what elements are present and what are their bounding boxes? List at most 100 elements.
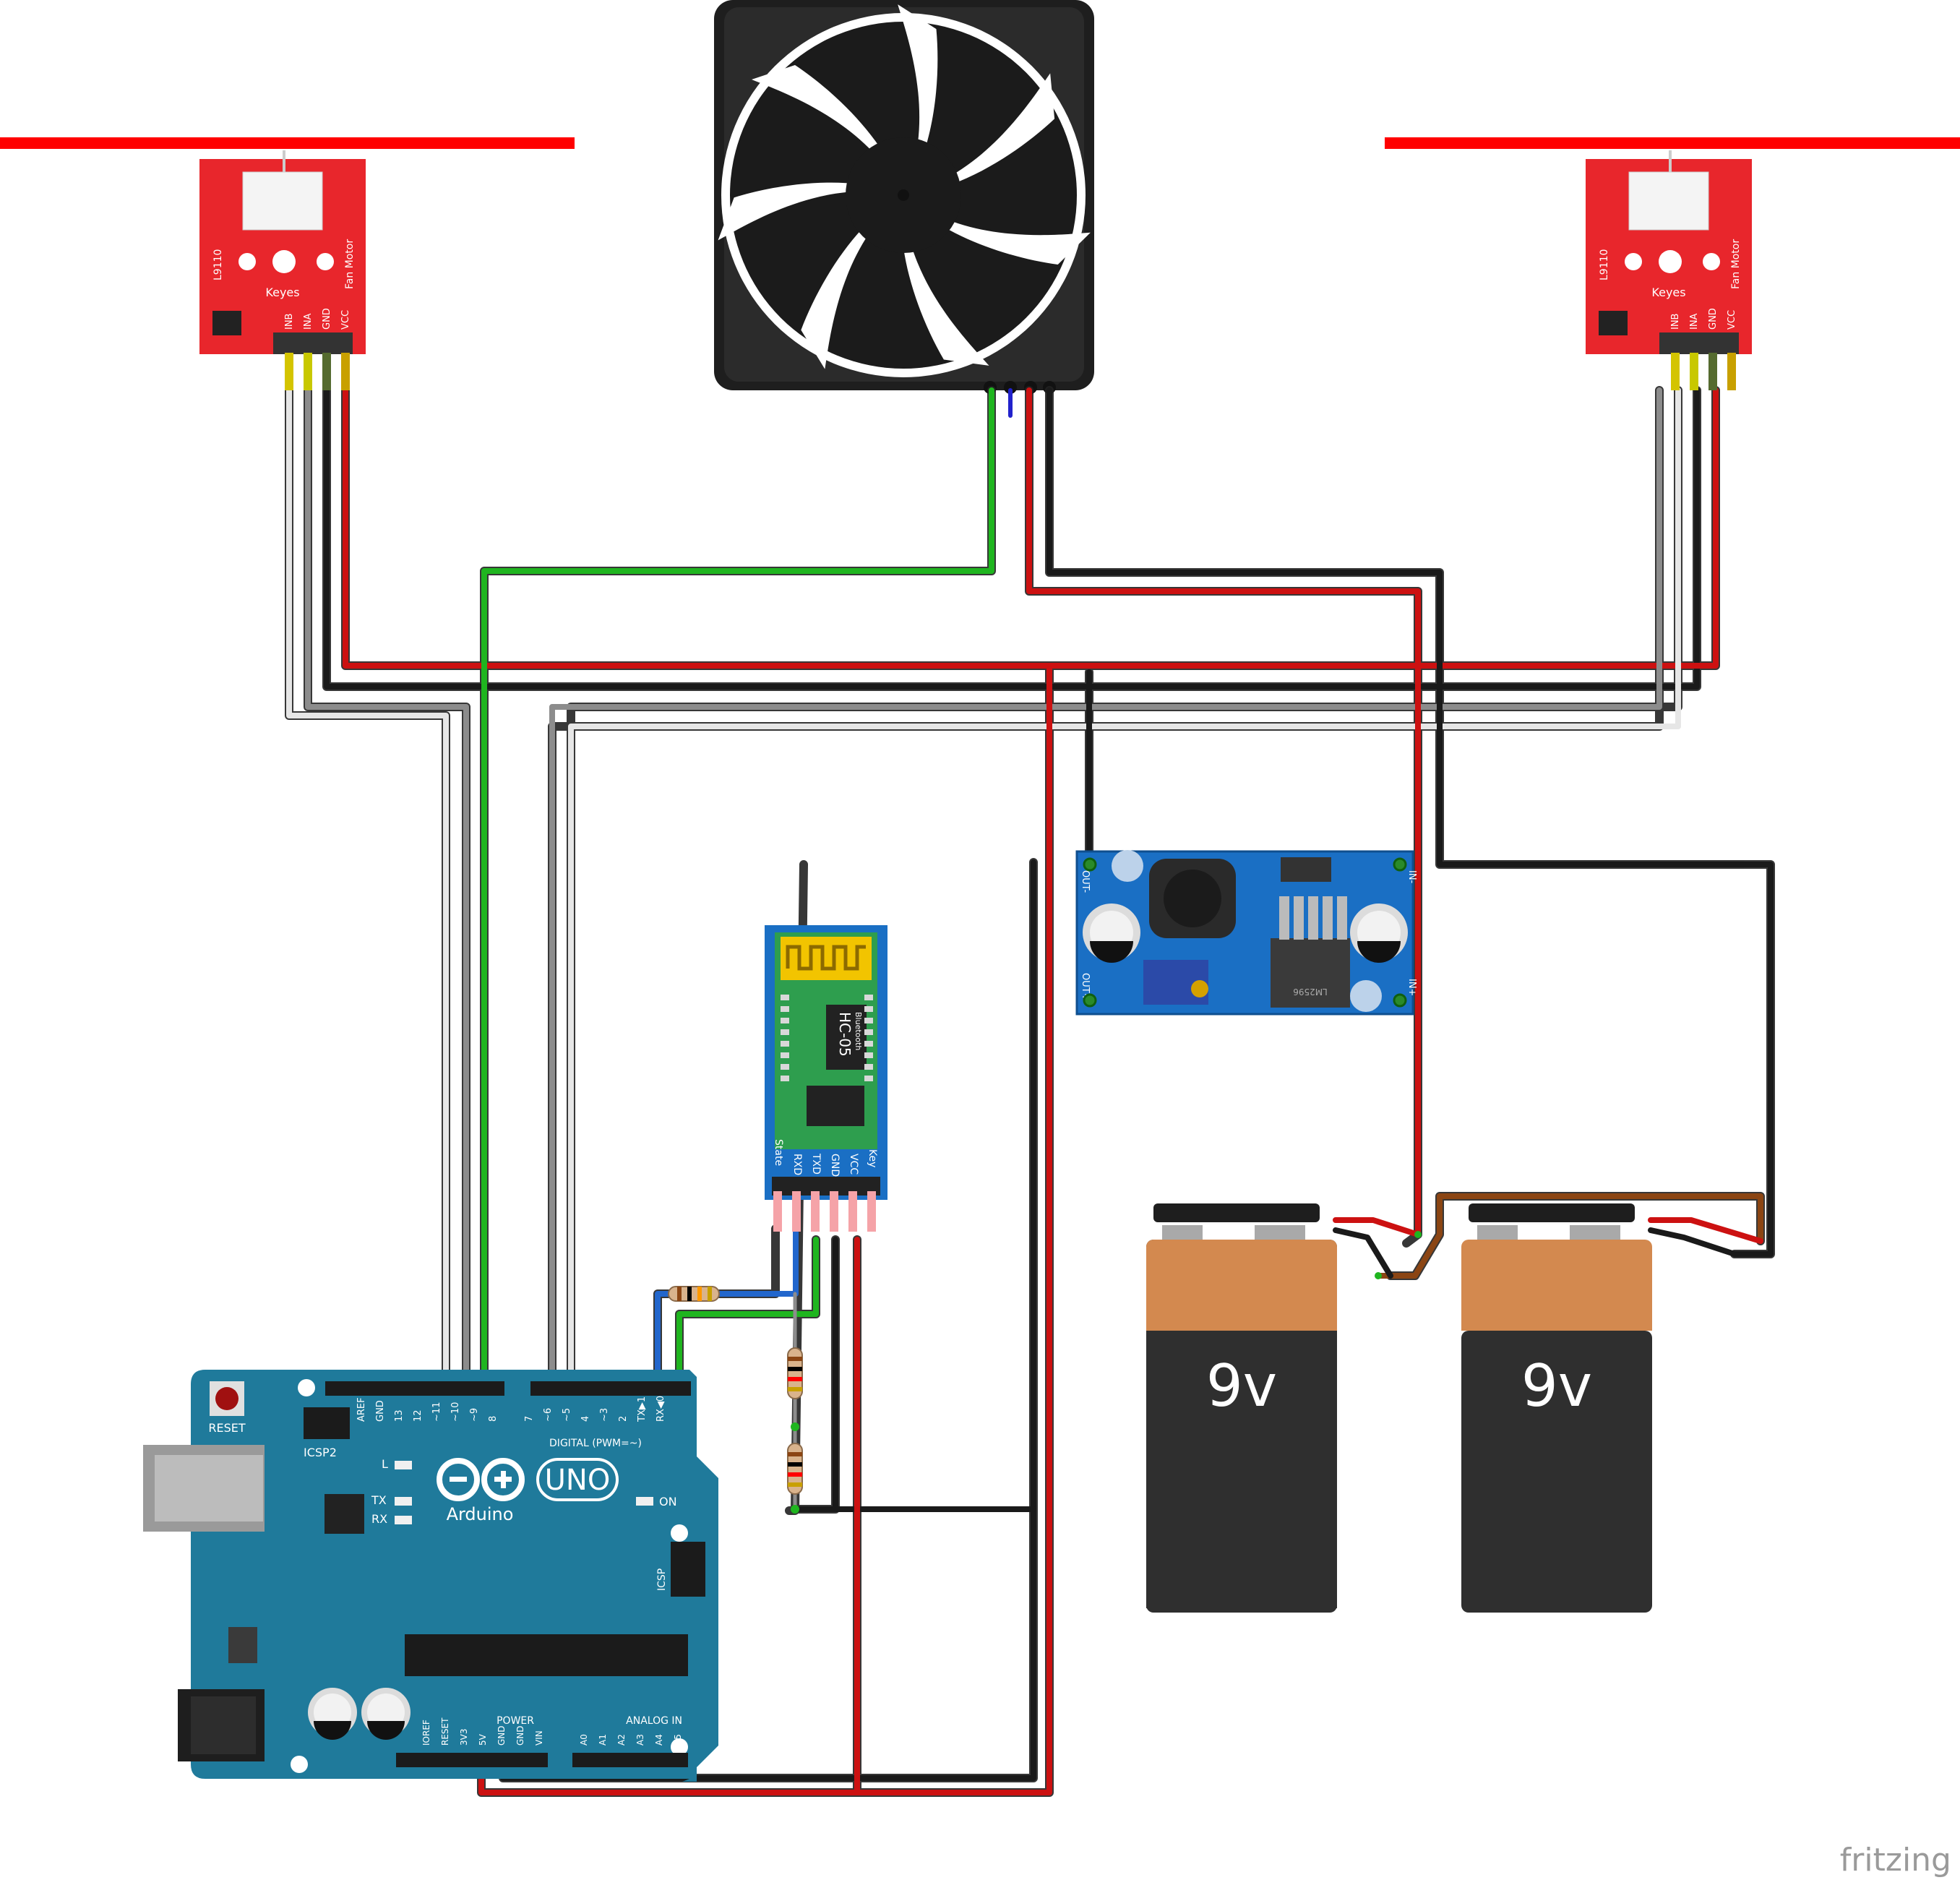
pin-gnd-1: GND	[497, 1725, 507, 1746]
wire-left-inb	[286, 387, 449, 1385]
bt-pin-vcc: VCC	[848, 1154, 859, 1175]
reset-label: RESET	[208, 1421, 245, 1435]
pin-aref: AREF	[356, 1397, 367, 1422]
pin-12: 12	[413, 1409, 424, 1422]
wire-batt2-red	[1648, 1217, 1763, 1244]
pin-reset: RESET	[440, 1717, 450, 1746]
wire-left-gnd	[324, 387, 1700, 690]
pin-vin: VIN	[534, 1730, 544, 1746]
reset-button-icon	[215, 1387, 238, 1410]
pin-a4: A4	[654, 1734, 664, 1746]
wire-left-vcc	[343, 387, 1719, 669]
pin-11: ~11	[431, 1402, 442, 1422]
resistor-1	[668, 1286, 720, 1302]
digital-label: DIGITAL (PWM=~)	[549, 1438, 642, 1449]
module-chip-label: L9110	[212, 249, 224, 280]
left-propeller	[0, 137, 575, 149]
bt-model-label: HC-05	[836, 1012, 854, 1057]
wire-battery-link	[1376, 1193, 1763, 1279]
uno-logo-label: UNO	[545, 1464, 611, 1497]
pin-5v: 5V	[478, 1733, 488, 1746]
module-title-label: Fan Motor	[1730, 239, 1742, 289]
bt-sub-label: Bluetooth	[854, 1012, 863, 1050]
wire-bt-txd	[676, 1237, 819, 1385]
bt-pin-txd: TXD	[810, 1153, 822, 1175]
pin-5: ~5	[562, 1408, 572, 1422]
pin-label-ina: INA	[303, 313, 314, 330]
converter-chip-label: LM2596	[1293, 987, 1328, 997]
pin-7: 7	[524, 1416, 535, 1422]
battery-2: 9v	[1461, 1203, 1652, 1613]
bt-pin-state: State	[773, 1139, 784, 1166]
arduino-uno: RESET ICSP2 AREF GND 13 12 ~11 ~10 ~9 8 …	[143, 1370, 718, 1782]
pin-label-vcc: VCC	[340, 310, 351, 330]
bt-pin-gnd: GND	[829, 1154, 841, 1177]
module-chip-label: L9110	[1599, 249, 1610, 280]
pin-a1: A1	[598, 1734, 608, 1746]
pin-label-inb: INB	[284, 314, 295, 330]
fan-module-left: L9110 Keyes Fan Motor INB INA GND VCC	[199, 150, 366, 390]
module-brand-label: Keyes	[265, 286, 299, 299]
pin-9: ~9	[469, 1408, 480, 1422]
pin-label-inb: INB	[1670, 314, 1681, 330]
cooling-fan	[714, 0, 1094, 394]
module-title-label: Fan Motor	[344, 239, 356, 289]
wire-bt-gnd	[792, 1237, 838, 1512]
analog-label: ANALOG IN	[626, 1715, 682, 1727]
wire-bt-rxd	[655, 1226, 799, 1385]
pin-label-vcc: VCC	[1727, 310, 1737, 330]
pin-label-gnd: GND	[1708, 308, 1719, 330]
pin-2: 2	[618, 1416, 629, 1422]
pin-8: 8	[488, 1416, 499, 1422]
pin-6: ~6	[543, 1408, 554, 1422]
pin-tx1: TX▶1	[637, 1396, 648, 1422]
pin-ioref: IOREF	[421, 1720, 431, 1746]
pin-gnd: GND	[375, 1400, 386, 1422]
pin-rx0: RX◀0	[656, 1396, 666, 1422]
propellers	[0, 137, 1960, 149]
wire-batt1-black	[1333, 1227, 1393, 1279]
pin-10: ~10	[450, 1402, 461, 1422]
out-minus-label: OUT-	[1080, 870, 1091, 893]
pin-3: ~3	[599, 1408, 610, 1422]
resistors	[668, 1286, 803, 1495]
pin-3v3: 3V3	[459, 1729, 469, 1746]
pin-a3: A3	[635, 1734, 645, 1746]
right-propeller	[1385, 137, 1960, 149]
bt-pin-key: Key	[867, 1149, 878, 1167]
wire-batt2-black	[1648, 1227, 1774, 1257]
power-label: POWER	[497, 1715, 534, 1727]
icsp-label: ICSP	[656, 1568, 668, 1591]
fan-blades-icon	[718, 4, 1091, 369]
led-l-label: L	[382, 1457, 388, 1471]
battery-voltage-label-lower: 9v	[1206, 1352, 1277, 1420]
wire-fan-vcc	[1026, 387, 1421, 1237]
led-on-label: ON	[659, 1495, 677, 1508]
wires	[285, 386, 1775, 1797]
battery-1: 9v 9v	[1146, 1203, 1337, 1613]
in-minus-label: IN-	[1406, 870, 1417, 884]
wire-batt1-red	[1333, 1217, 1421, 1237]
pin-4: 4	[580, 1416, 591, 1422]
icsp2-label: ICSP2	[304, 1446, 337, 1459]
pin-13: 13	[394, 1409, 405, 1422]
led-tx-label: TX	[371, 1493, 387, 1507]
pin-gnd-2: GND	[515, 1725, 525, 1746]
resistor-2	[787, 1347, 803, 1399]
battery-voltage-label: 9v	[1521, 1352, 1592, 1420]
buck-converter: LM2596 OUT- OUT+ IN- IN+	[1075, 850, 1417, 1016]
pin-a2: A2	[616, 1734, 627, 1746]
wire-out-plus	[478, 666, 1052, 1795]
module-brand-label: Keyes	[1651, 286, 1685, 299]
arduino-name-label: Arduino	[447, 1504, 514, 1524]
pin-a5: A5	[673, 1734, 683, 1746]
arduino-logo-icon	[437, 1458, 525, 1501]
wire-right-inb	[568, 387, 1681, 1385]
antenna-icon	[786, 945, 866, 971]
in-plus-label: IN+	[1406, 979, 1417, 996]
bt-pin-rxd: RXD	[791, 1154, 803, 1175]
wire-right-ina	[549, 387, 1662, 1385]
pin-label-ina: INA	[1689, 313, 1700, 330]
wire-left-ina	[305, 387, 469, 1385]
